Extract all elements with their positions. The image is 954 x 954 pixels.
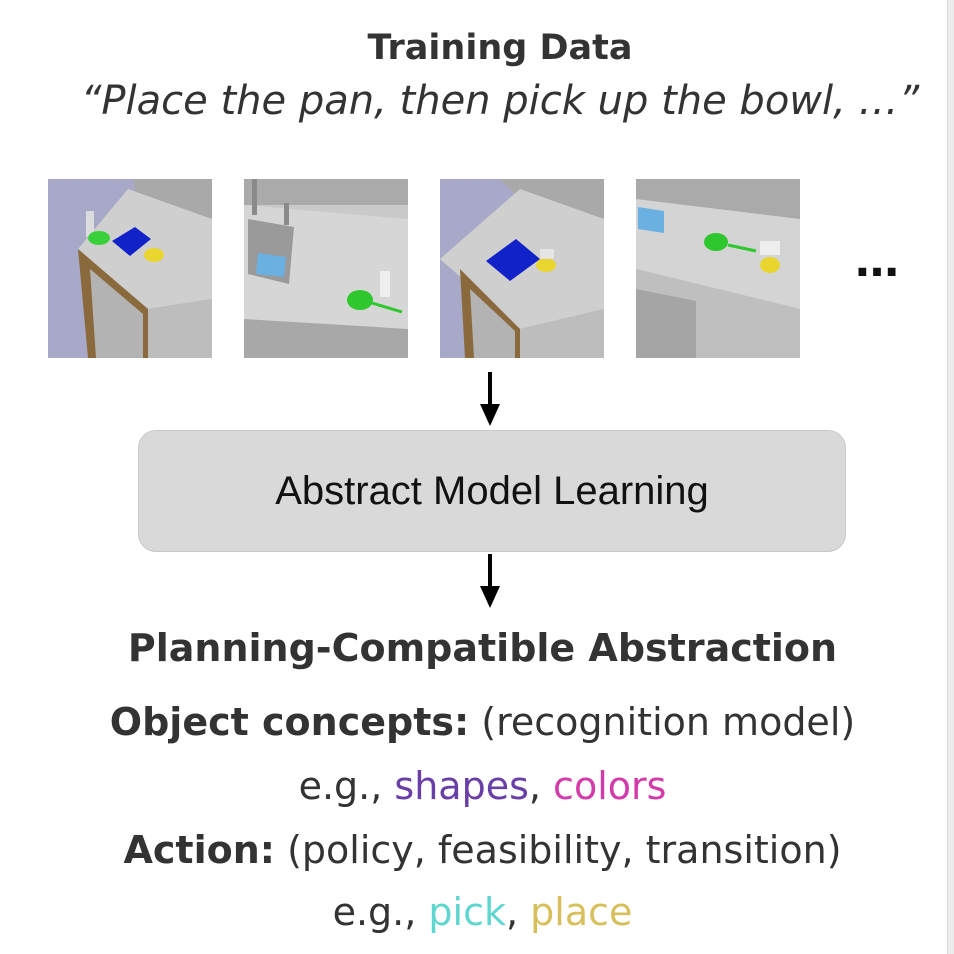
object-concepts-line: Object concepts: (recognition model) [0, 700, 954, 744]
down-arrow-icon [480, 372, 500, 426]
example-prefix: e.g., [298, 764, 395, 808]
training-instruction-quote: “Place the pan, then pick up the bowl, …… [80, 78, 920, 124]
process-label: Abstract Model Learning [275, 468, 709, 513]
training-data-title: Training Data [367, 28, 633, 68]
colors-term: colors [553, 764, 667, 808]
training-frame-4 [636, 179, 800, 358]
page-edge [947, 0, 954, 954]
shapes-term: shapes [394, 764, 529, 808]
action-example: e.g., pick, place [0, 890, 954, 934]
abstraction-heading: Planning-Compatible Abstraction [127, 626, 838, 670]
example-separator: , [528, 764, 554, 808]
training-frame-3 [440, 179, 604, 358]
example-separator: , [505, 890, 531, 934]
pick-term: pick [428, 890, 506, 934]
object-concepts-example: e.g., shapes, colors [0, 764, 954, 808]
action-label: Action: [123, 828, 275, 872]
object-concepts-label: Object concepts: [109, 700, 470, 744]
more-frames-ellipsis: … [855, 236, 901, 287]
down-arrow-icon [480, 554, 500, 608]
place-term: place [530, 890, 633, 934]
training-frame-2 [244, 179, 408, 358]
action-detail: (policy, feasibility, transition) [287, 828, 842, 872]
abstract-model-learning-box: Abstract Model Learning [138, 430, 846, 552]
object-concepts-detail: (recognition model) [481, 700, 856, 744]
example-prefix: e.g., [332, 890, 429, 934]
action-line: Action: (policy, feasibility, transition… [0, 828, 954, 872]
training-frame-1 [48, 179, 212, 358]
